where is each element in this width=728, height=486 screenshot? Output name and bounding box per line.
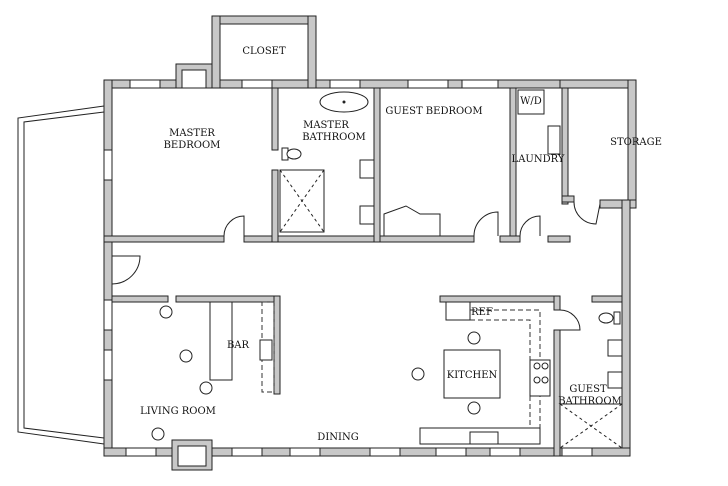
label-master-bathroom-1: MASTER — [303, 120, 349, 131]
room-labels: CLOSET MASTER BEDROOM MASTER BATHROOM GU… — [140, 46, 662, 443]
label-kitchen: KITCHEN — [447, 370, 498, 381]
label-storage: STORAGE — [610, 137, 662, 148]
label-living-room: LIVING ROOM — [140, 406, 216, 417]
label-ref: REF — [471, 307, 493, 318]
label-guest-bathroom-2: BATHROOM — [558, 396, 622, 407]
doors — [111, 201, 601, 331]
light-fixtures — [151, 305, 481, 441]
label-bar: BAR — [227, 340, 250, 351]
label-master-bathroom-2: BATHROOM — [302, 132, 366, 143]
label-guest-bathroom-1: GUEST — [569, 384, 607, 395]
label-master-bedroom-1: MASTER — [169, 128, 215, 139]
interior-walls — [103, 87, 623, 457]
windows — [103, 79, 593, 457]
label-master-bedroom-2: BEDROOM — [164, 140, 221, 151]
label-dining: DINING — [317, 432, 358, 443]
label-wd: W/D — [520, 96, 542, 107]
label-laundry: LAUNDRY — [512, 154, 565, 165]
fixtures — [209, 89, 623, 449]
label-guest-bedroom: GUEST BEDROOM — [385, 106, 482, 117]
label-closet: CLOSET — [242, 46, 286, 57]
porch — [17, 105, 105, 445]
